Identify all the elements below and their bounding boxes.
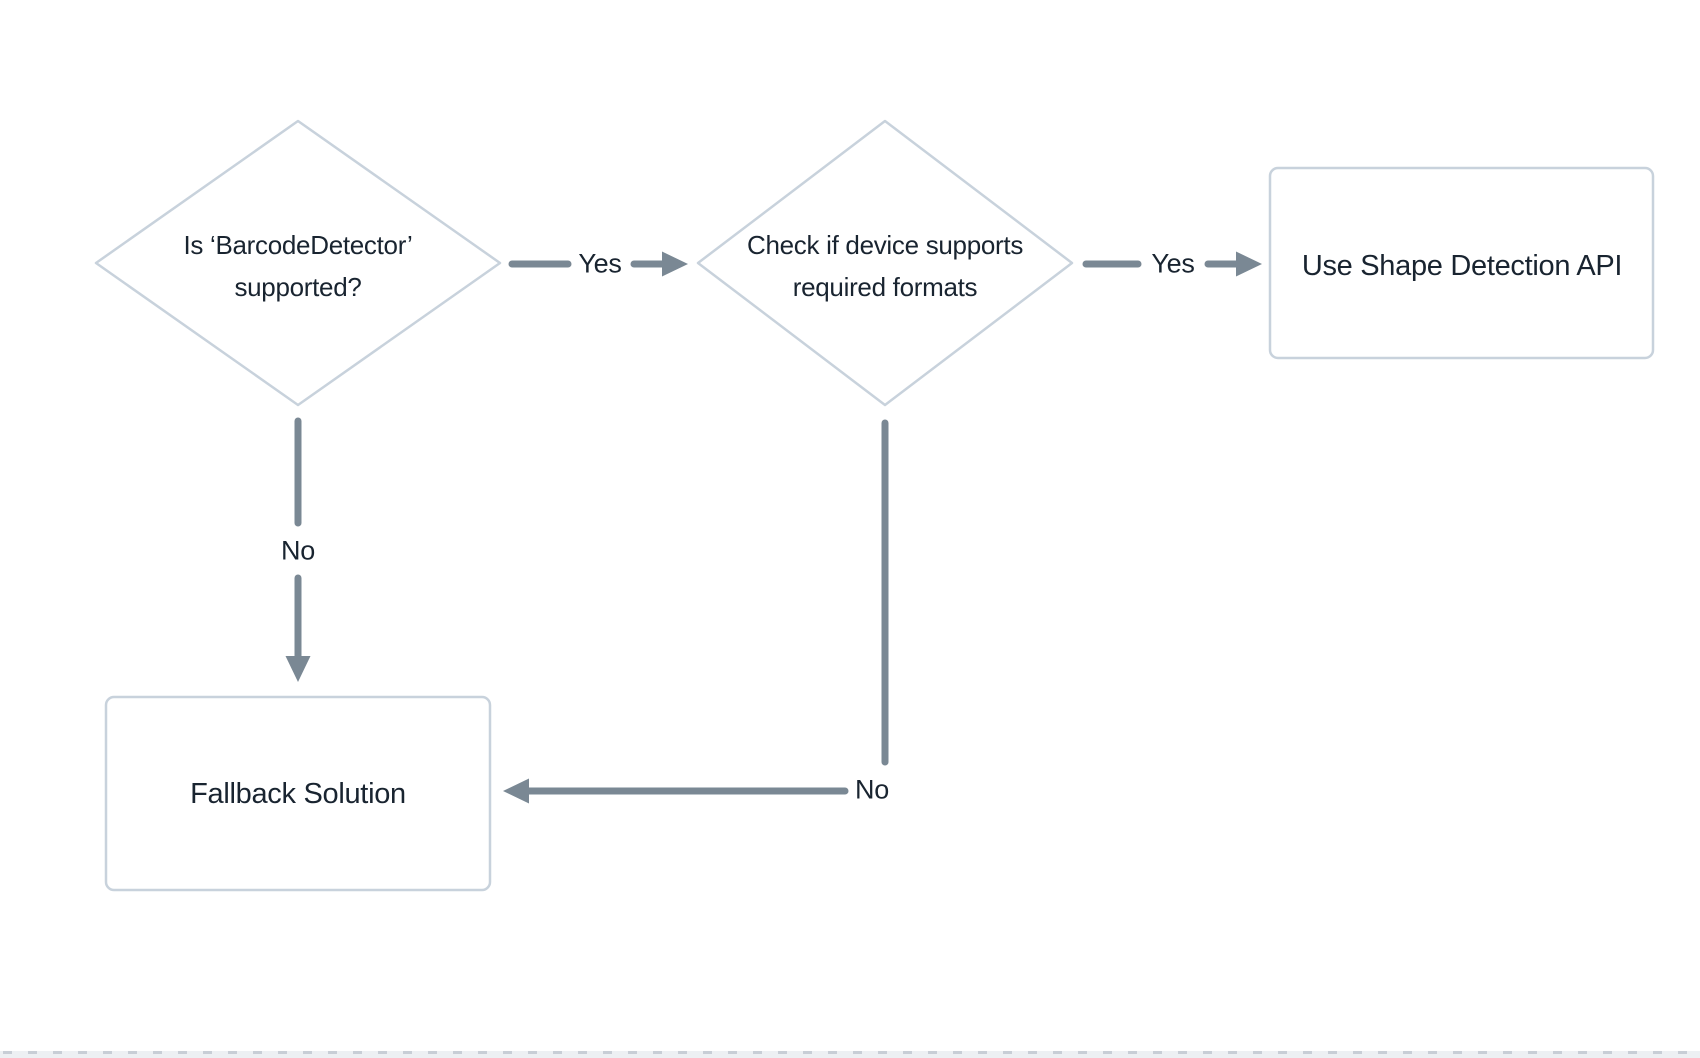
edge-label-yes-2: Yes [1149, 248, 1197, 280]
edge-yes-1-arrowhead-right-icon [662, 251, 688, 277]
decision-required-formats-label: Check if device supports required format… [746, 230, 1024, 302]
edge-no-2-arrowhead-left-icon [503, 778, 529, 804]
process-fallback-solution-label: Fallback Solution [190, 778, 406, 810]
decision-required-formats-shape [696, 119, 1074, 407]
edge-label-yes-1: Yes [576, 248, 624, 280]
edge-yes-2-arrowhead-right-icon [1236, 251, 1262, 277]
bottom-clipped-content-strip [0, 1051, 1700, 1058]
decision-barcode-detector-shape [94, 119, 502, 407]
process-fallback-solution-shape [104, 695, 492, 892]
edge-label-no-1: No [279, 535, 317, 567]
edge-no-1-arrowhead-down-icon [285, 656, 311, 682]
process-use-shape-detection-api-shape [1268, 166, 1655, 360]
edge-label-no-2: No [853, 774, 891, 806]
process-use-shape-detection-api-label: Use Shape Detection API [1301, 250, 1623, 282]
decision-barcode-detector-label: Is ‘BarcodeDetector’ supported? [183, 230, 413, 302]
